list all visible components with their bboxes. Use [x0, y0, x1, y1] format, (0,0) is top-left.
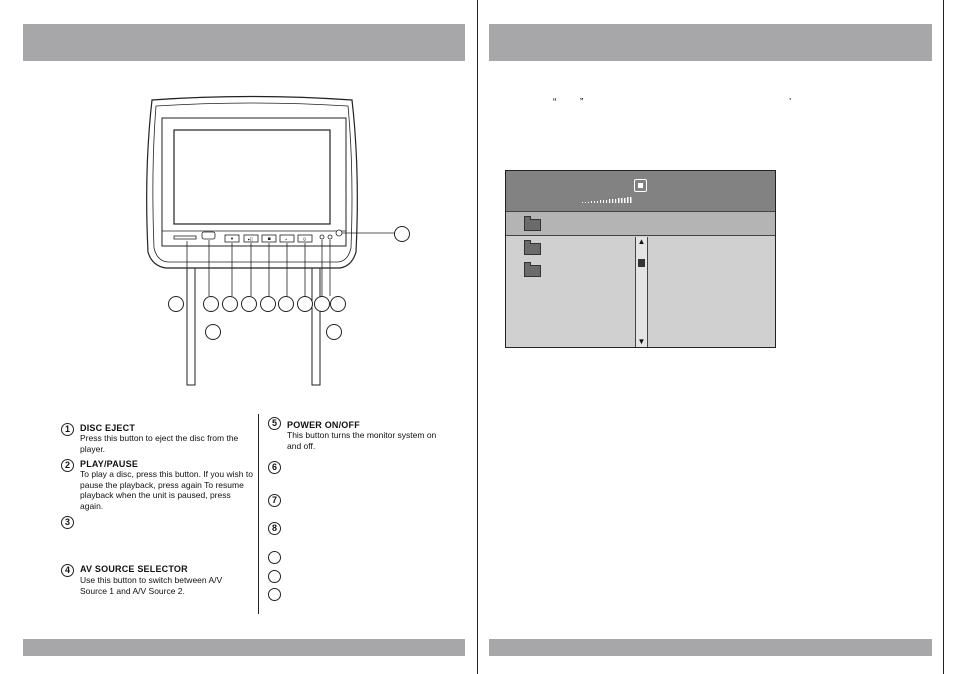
apostrophe: ’: [789, 97, 792, 108]
scroll-thumb[interactable]: [638, 259, 645, 267]
callout-2: [203, 296, 219, 312]
osd-path-row: [506, 211, 775, 236]
right-footer-bar: [489, 639, 932, 656]
headrest-monitor-illustration: ▸|| ⤶ ⏻: [146, 95, 395, 386]
callout-4: [241, 296, 257, 312]
right-page-border: [943, 0, 944, 674]
callout-1: [168, 296, 184, 312]
osd-scrollbar[interactable]: ▲ ▼: [635, 237, 648, 347]
callout-indicator: [394, 226, 410, 242]
legend-title: POWER ON/OFF: [287, 420, 360, 430]
legend-number-7: 7: [268, 494, 281, 507]
right-header-bar: [489, 24, 932, 61]
quote-open: “: [553, 97, 557, 108]
svg-text:▸||: ▸||: [248, 237, 253, 242]
legend-body: Press this button to eject the disc from…: [80, 433, 239, 454]
screen: [173, 129, 331, 225]
quote-close: ”: [580, 97, 584, 108]
legend-number-9: [268, 551, 281, 564]
callout-5: [260, 296, 276, 312]
osd-preview-pane: [648, 237, 775, 347]
scroll-down-icon[interactable]: ▼: [637, 337, 646, 346]
callout-post-left: [205, 324, 221, 340]
legend-number: 3: [61, 516, 74, 529]
osd-status-bar: [506, 171, 775, 211]
callout-6: [278, 296, 294, 312]
scroll-up-icon[interactable]: ▲: [637, 237, 646, 246]
indicator-light: [335, 229, 343, 237]
legend-title: DISC EJECT: [80, 423, 136, 433]
ir-sensor: [327, 234, 333, 240]
legend-body: Use this button to switch between A/V So…: [80, 575, 223, 596]
svg-text:⤶: ⤶: [285, 237, 288, 242]
legend-title: AV SOURCE SELECTOR: [80, 564, 188, 574]
callout-8: [314, 296, 330, 312]
osd-file-browser: ▲ ▼: [505, 170, 776, 348]
svg-text:⏻: ⏻: [303, 237, 307, 242]
legend-number: 2: [61, 459, 74, 472]
legend-number: 1: [61, 423, 74, 436]
callout-3: [222, 296, 238, 312]
osd-file-list[interactable]: [506, 237, 635, 347]
callout-post-right: [326, 324, 342, 340]
folder-icon[interactable]: [524, 240, 541, 255]
legend-divider: [258, 414, 259, 614]
legend-number: 5: [268, 417, 281, 430]
page-divider: [477, 0, 478, 674]
callout-9: [330, 296, 346, 312]
legend-number-10: [268, 570, 281, 583]
left-footer-bar: [23, 639, 465, 656]
legend-number-8: 8: [268, 522, 281, 535]
legend-number-11: [268, 588, 281, 601]
legend-number: 4: [61, 564, 74, 577]
eject-button: [201, 231, 216, 240]
legend-body: This button turns the monitor system on …: [287, 430, 437, 451]
callout-7: [297, 296, 313, 312]
folder-icon: [524, 216, 541, 231]
disc-slot: [173, 235, 197, 240]
left-header-bar: [23, 24, 465, 61]
legend-title: PLAY/PAUSE: [80, 459, 139, 469]
legend-number-6: 6: [268, 461, 281, 474]
leader-lines: [186, 232, 395, 296]
folder-icon[interactable]: [524, 262, 541, 277]
legend-body: To play a disc, press this button. If yo…: [80, 469, 253, 511]
progress-level-icon: [582, 197, 632, 203]
stop-icon: [634, 179, 647, 192]
power-led: [319, 234, 325, 240]
